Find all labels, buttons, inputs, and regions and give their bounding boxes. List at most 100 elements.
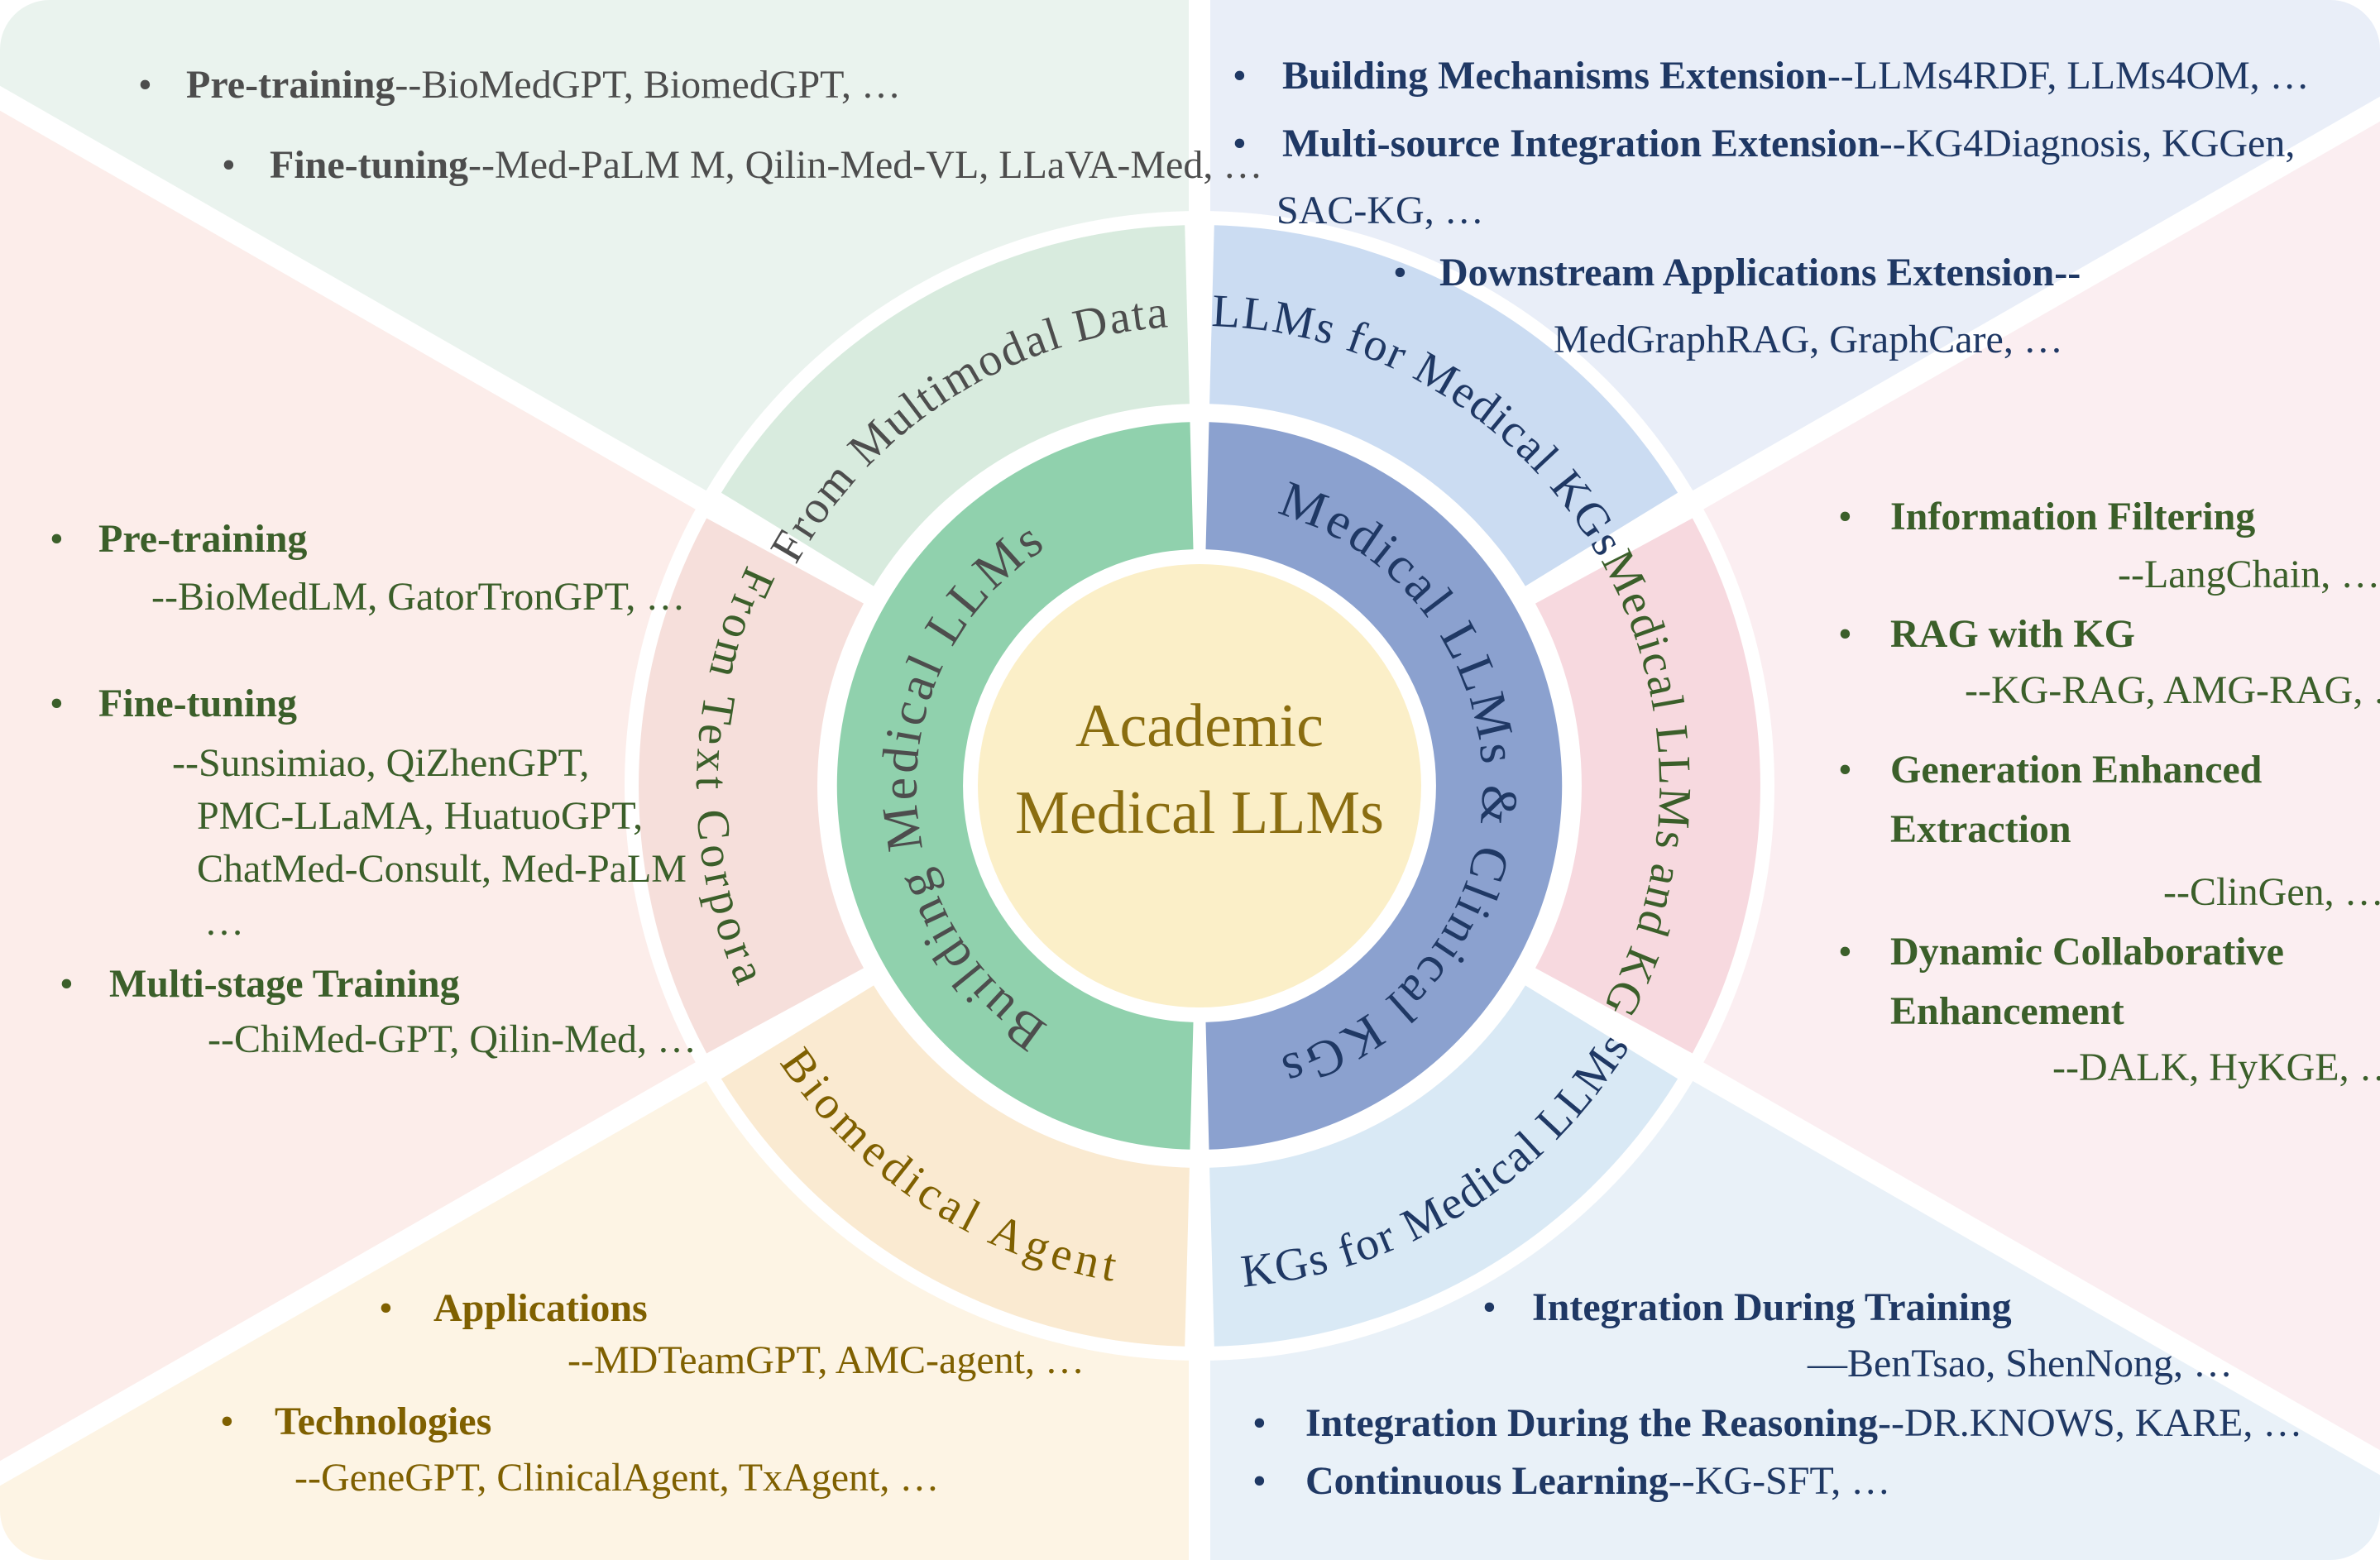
list-item-continuation: --MDTeamGPT, AMC-agent, … [567,1338,1085,1382]
list-item: • Fine-tuning [50,682,297,725]
section-from-text-corpora: • Pre-training --BioMedLM, GatorTronGPT,… [50,517,697,1061]
bullet-icon: • [1838,748,1852,792]
list-item: • Technologies [220,1400,491,1443]
list-item: • Fine-tuning--Med-PaLM M, Qilin-Med-VL,… [222,143,1262,187]
list-item-continuation: MedGraphRAG, GraphCare, … [1554,318,2063,361]
item-label: Information Filtering [1890,495,2255,538]
list-item-continuation: --KG-RAG, AMG-RAG, … [1965,668,2380,712]
item-label: Pre-training [186,63,395,107]
item-detail: --KG-RAG, AMG-RAG, … [1965,668,2380,712]
list-item-continuation: Enhancement [1890,989,2124,1033]
section-medical-llms-and-kgs: • Information Filtering --LangChain, … •… [1838,495,2380,1089]
center-circle [978,564,1421,1007]
item-detail: --LLMs4RDF, LLMs4OM, … [1827,54,2310,98]
list-item-continuation: --ChiMed-GPT, Qilin-Med, … [208,1017,697,1061]
list-item: • Multi-stage Training [60,962,460,1006]
list-item-continuation: PMC-LLaMA, HuatuoGPT, [197,794,643,838]
bg-wedge-left [0,93,1200,1478]
item-detail: PMC-LLaMA, HuatuoGPT, [197,794,643,838]
list-item-continuation: SAC-KG, … [1276,189,1484,232]
inner-ring [836,422,1563,1150]
list-item: • RAG with KG [1838,612,2135,656]
item-label: Fine-tuning [98,682,297,725]
list-item-continuation: --LangChain, … [2118,553,2380,596]
list-item: • Information Filtering [1838,495,2255,538]
item-label: Building Mechanisms Extension [1282,54,1827,98]
bullet-icon: • [1252,1459,1267,1503]
outer-ring [639,225,1760,1347]
item-detail: ChatMed-Consult, Med-PaLM [197,847,687,891]
bullet-icon: • [1838,612,1852,656]
list-item-continuation: … [204,900,244,944]
list-item: • Pre-training--BioMedGPT, BiomedGPT, … [138,63,901,107]
item-detail: —BenTsao, ShenNong, … [1807,1342,2233,1385]
list-item: • Downstream Applications Extension-- [1393,251,2081,294]
bullet-icon: • [1252,1401,1267,1445]
item-detail: --BioMedLM, GatorTronGPT, … [151,575,685,619]
section-kgs-for-medical-llms: • Integration During Training —BenTsao, … [1252,1285,2302,1503]
bullet-icon: • [1393,251,1407,294]
bullet-icon: • [60,962,74,1006]
segment-llms-for-medical-kgs [1209,225,1678,586]
item-label: Dynamic Collaborative [1890,930,2284,974]
item-detail: --DR.KNOWS, KARE, … [1878,1401,2302,1445]
item-label: Pre-training [98,517,307,561]
list-item: • Continuous Learning--KG-SFT, … [1252,1459,1890,1503]
list-item: • Building Mechanisms Extension--LLMs4RD… [1233,54,2310,98]
item-detail: --MDTeamGPT, AMC-agent, … [567,1338,1085,1382]
center-title-line2: Medical LLMs [1015,779,1384,847]
item-label: Integration During Training [1532,1285,2012,1329]
item-label: RAG with KG [1890,612,2135,656]
bullet-icon: • [138,63,152,107]
item-detail: … [204,900,244,944]
list-item: • Pre-training [50,517,307,561]
bullet-icon: • [1838,495,1852,538]
list-item: • Applications [379,1286,648,1330]
section-from-multimodal-data: • Pre-training--BioMedGPT, BiomedGPT, … … [138,63,1262,187]
item-detail: --LangChain, … [2118,553,2380,596]
list-item-continuation: --Sunsimiao, QiZhenGPT, [172,741,589,785]
list-item: • Dynamic Collaborative [1838,930,2284,974]
item-detail: --Med-PaLM M, Qilin-Med-VL, LLaVA-Med, … [468,143,1262,187]
list-item-continuation: --ClinGen, … [2163,870,2380,914]
item-detail: --GeneGPT, ClinicalAgent, TxAgent, … [295,1456,939,1500]
list-item-continuation: —BenTsao, ShenNong, … [1807,1342,2233,1385]
inner-ring-left-half [836,422,1194,1150]
bullet-icon: • [379,1286,393,1330]
bullet-icon: • [1233,122,1247,165]
item-label: Enhancement [1890,989,2124,1033]
item-detail: SAC-KG, … [1276,189,1484,232]
list-item: • Multi-source Integration Extension--KG… [1233,122,2295,165]
segment-kgs-for-medical-llms [1209,985,1678,1347]
item-label: Integration During the Reasoning [1305,1401,1878,1445]
item-detail: --ChiMed-GPT, Qilin-Med, … [208,1017,697,1061]
item-label: Applications [433,1286,648,1330]
item-label: Downstream Applications Extension-- [1439,251,2081,294]
bg-wedge-right [1200,104,2380,1467]
item-label: Multi-stage Training [109,962,460,1006]
segment-biomedical-agent [721,985,1190,1347]
section-llms-for-medical-kgs: • Building Mechanisms Extension--LLMs4RD… [1233,54,2310,361]
bullet-icon: • [222,143,236,187]
bullet-icon: • [220,1400,234,1443]
item-label: Extraction [1890,807,2071,851]
item-detail: --BioMedGPT, BiomedGPT, … [395,63,901,107]
item-label: Generation Enhanced [1890,748,2263,792]
item-detail: --ClinGen, … [2163,870,2380,914]
bullet-icon: • [1233,54,1247,98]
item-label: Fine-tuning [270,143,468,187]
list-item-continuation: --BioMedLM, GatorTronGPT, … [151,575,685,619]
section-biomedical-agent: • Applications --MDTeamGPT, AMC-agent, …… [220,1286,1085,1500]
bullet-icon: • [1838,930,1852,974]
list-item: • Generation Enhanced [1838,748,2263,792]
segment-from-text-corpora [639,518,864,1054]
item-detail: --Sunsimiao, QiZhenGPT, [172,741,589,785]
segment-from-multimodal-data [721,225,1190,586]
center-title-line1: Academic [1075,692,1324,760]
list-item: • Integration During the Reasoning--DR.K… [1252,1401,2302,1445]
item-detail: --DALK, HyKGE, … [2052,1046,2380,1089]
item-label: Continuous Learning [1305,1459,1669,1503]
item-detail: MedGraphRAG, GraphCare, … [1554,318,2063,361]
